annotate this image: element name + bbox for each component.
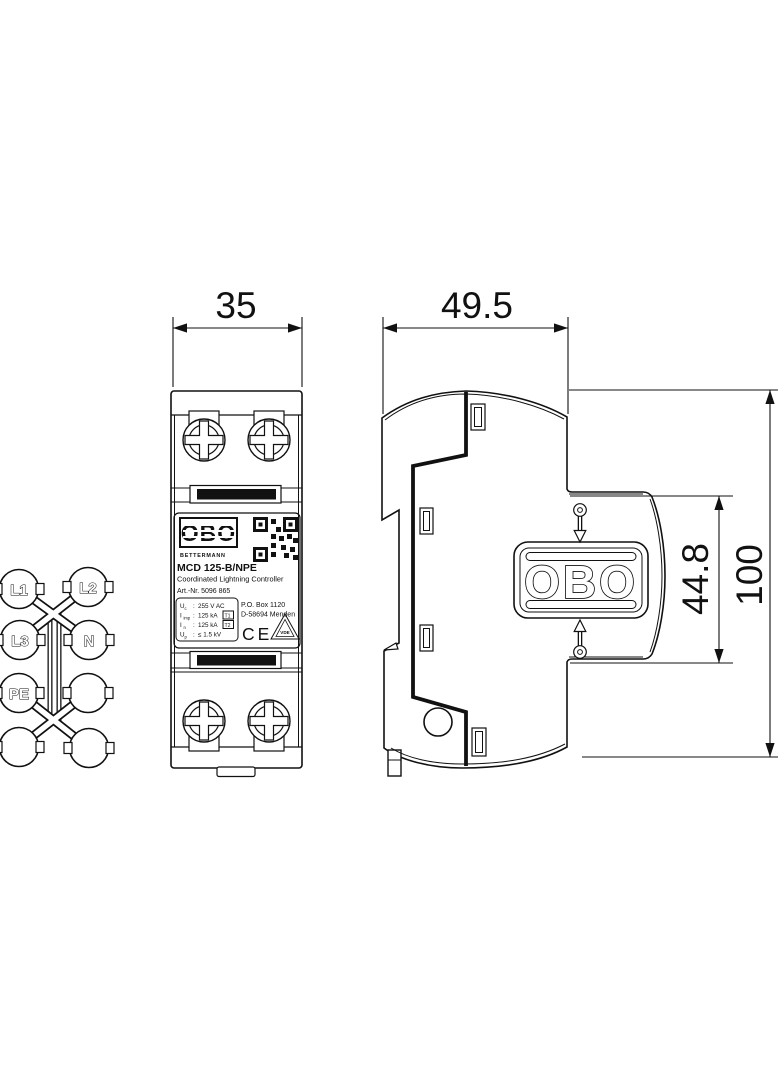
terminal-label-n: N — [84, 633, 95, 650]
qr-code-icon — [253, 517, 298, 562]
art-no-text: Art.-Nr. 5096 865 — [177, 588, 230, 595]
spec-sub-0: c — [185, 606, 187, 611]
dim-text-49-5: 49.5 — [441, 285, 513, 326]
arrow-up-icon — [573, 618, 587, 659]
address-line2: D-58694 Menden — [241, 612, 295, 619]
spec-sep-3: : — [193, 632, 195, 639]
vent-slots — [419, 403, 487, 757]
terminal-label-l3: L3 — [11, 633, 29, 650]
screw-icon-top-left — [182, 418, 226, 462]
spec-sep-1: : — [193, 613, 195, 620]
dimension-height-100: 100 — [569, 389, 778, 758]
spec-badge-t1: T1 — [225, 614, 231, 620]
spec-val-1: 125 kA — [198, 613, 218, 620]
terminal-label-pe: PE — [9, 686, 29, 703]
spec-table: U c : 255 V AC I imp : 125 kA T1 I n : 1… — [175, 597, 239, 642]
dimension-depth-49-5: 49.5 — [382, 285, 569, 414]
vde-mark-icon: VDE — [270, 612, 300, 640]
screw-icon-top-right — [247, 418, 291, 462]
dimension-width-35: 35 — [172, 285, 303, 387]
front-view: OBO BETTERMANN MCD 125-B/NPE Coordinated… — [170, 390, 303, 778]
mounting-hole — [423, 707, 453, 737]
arrow-down-icon — [573, 503, 587, 544]
spec-sep-0: : — [193, 603, 195, 610]
address-line1: P.O. Box 1120 — [241, 602, 285, 609]
spec-badge-t2: T2 — [225, 623, 231, 629]
spec-val-3: ≤ 1.5 kV — [198, 632, 222, 639]
spec-sym-2: I — [180, 622, 182, 629]
spec-sep-2: : — [193, 622, 195, 629]
product-label: OBO BETTERMANN MCD 125-B/NPE Coordinated… — [173, 512, 301, 649]
spec-sym-3: U — [180, 632, 185, 639]
terminal-label-l1: L1 — [10, 582, 28, 599]
bottom-tab — [216, 766, 256, 778]
screw-icon-bottom-left — [182, 699, 226, 743]
side-view: OBO — [381, 390, 666, 777]
model-text: MCD 125-B/NPE — [177, 562, 257, 574]
obo-bettermann-text: BETTERMANN — [180, 553, 226, 559]
spec-sub-2: n — [184, 625, 187, 630]
spec-val-2: 125 kA — [198, 622, 218, 629]
spec-sym-1: I — [180, 613, 182, 620]
dim-text-100: 100 — [729, 544, 770, 606]
spec-sym-0: U — [180, 603, 185, 610]
ce-mark: CE — [242, 624, 272, 644]
obo-logo: OBO BETTERMANN — [179, 517, 238, 559]
din-foot — [387, 749, 402, 777]
vde-mark-text: VDE — [280, 630, 289, 635]
terminal-label-l2: L2 — [79, 580, 97, 597]
side-logo-text: OBO — [524, 556, 638, 608]
spec-sub-1: imp — [184, 616, 191, 621]
subtitle-text: Coordinated Lightning Controller — [177, 575, 284, 584]
front-edge-line — [411, 392, 468, 766]
terminal-plan: L1 L2 L3 N PE — [0, 566, 115, 769]
dimension-module-44-8: 44.8 — [570, 495, 733, 664]
obo-logo-text: OBO — [181, 520, 236, 546]
din-clip — [383, 642, 399, 651]
side-logo-plate: OBO — [513, 541, 649, 619]
spec-sub-3: p — [185, 635, 188, 640]
spec-val-0: 255 V AC — [198, 603, 225, 610]
side-outline — [381, 390, 666, 769]
dim-text-35: 35 — [215, 285, 256, 326]
dim-text-44-8: 44.8 — [675, 543, 716, 615]
screw-icon-bottom-right — [247, 699, 291, 743]
